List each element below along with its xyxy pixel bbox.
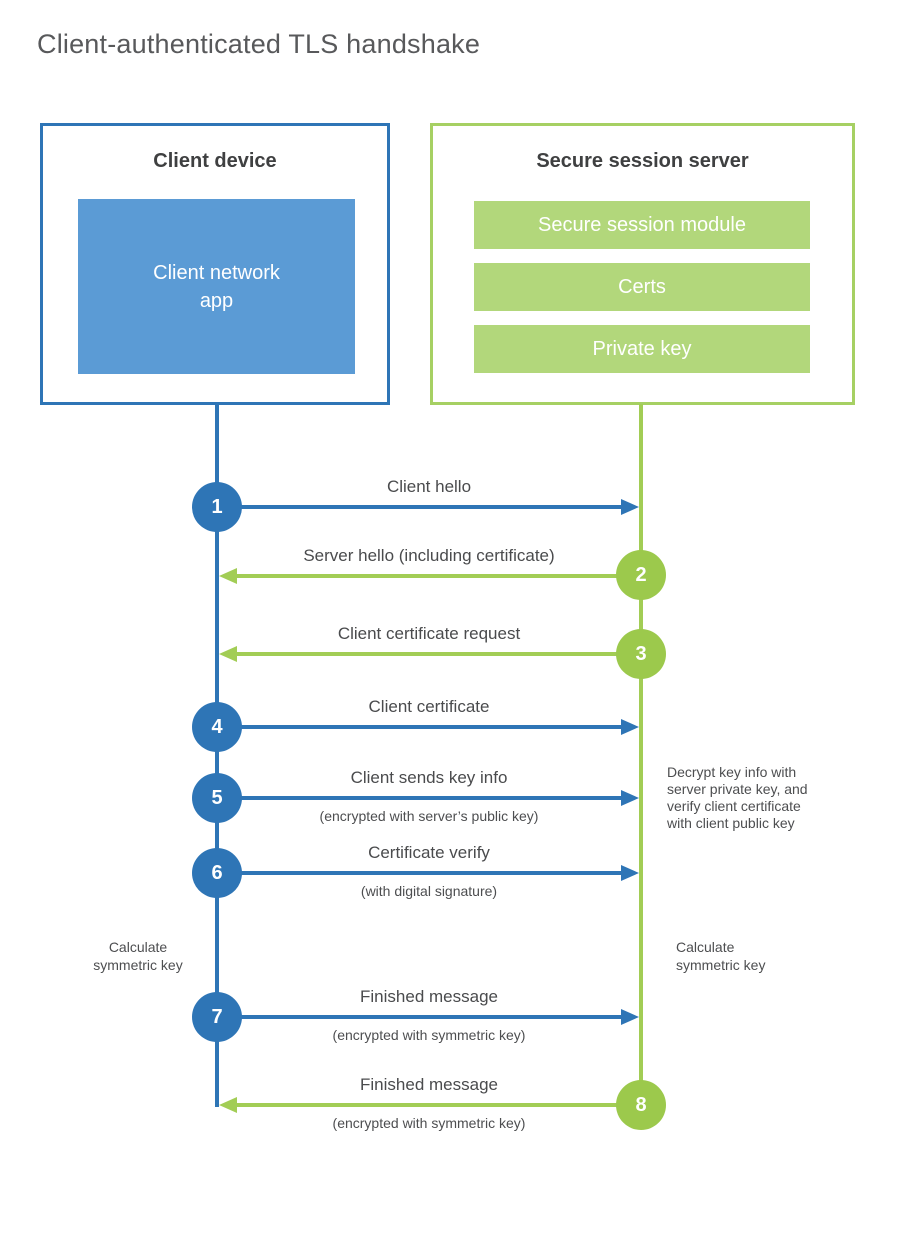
certs-box: Certs bbox=[474, 263, 810, 311]
arrowhead-left-icon bbox=[219, 1097, 237, 1113]
client-calculate-note: Calculate symmetric key bbox=[93, 939, 183, 973]
client-network-app-label: Client network app bbox=[153, 261, 280, 312]
message-label: Client certificate request bbox=[337, 624, 521, 643]
step-circle: 2 bbox=[616, 550, 666, 600]
step-circle: 4 bbox=[192, 702, 242, 752]
private-key-box: Private key bbox=[474, 325, 810, 373]
arrowhead-right-icon bbox=[621, 865, 639, 881]
arrowhead-right-icon bbox=[621, 719, 639, 735]
message-sublabel: (encrypted with symmetric key) bbox=[332, 1115, 526, 1131]
client-device-title: Client device bbox=[153, 150, 277, 172]
message-arrow bbox=[217, 871, 623, 875]
arrowhead-right-icon bbox=[621, 790, 639, 806]
client-lifeline bbox=[215, 404, 219, 1107]
arrowhead-right-icon bbox=[621, 1009, 639, 1025]
message-arrow bbox=[236, 574, 641, 578]
message-sublabel: (encrypted with symmetric key) bbox=[332, 1027, 526, 1043]
message-label: Certificate verify bbox=[368, 843, 490, 862]
step-circle: 6 bbox=[192, 848, 242, 898]
message-arrow bbox=[236, 652, 641, 656]
step-circle: 8 bbox=[616, 1080, 666, 1130]
arrowhead-right-icon bbox=[621, 499, 639, 515]
message-arrow bbox=[217, 796, 623, 800]
message-label: Finished message bbox=[360, 987, 498, 1006]
message-label: Client sends key info bbox=[350, 768, 508, 787]
arrowhead-left-icon bbox=[219, 568, 237, 584]
server-decrypt-note: Decrypt key info with server private key… bbox=[667, 764, 808, 831]
message-arrow bbox=[217, 505, 623, 509]
client-network-app-box: Client network app bbox=[78, 199, 355, 374]
page-title: Client-authenticated TLS handshake bbox=[37, 29, 481, 59]
server-calculate-note: Calculate symmetric key bbox=[676, 939, 766, 973]
secure-session-server-title: Secure session server bbox=[536, 150, 749, 172]
step-circle: 1 bbox=[192, 482, 242, 532]
message-arrow bbox=[217, 1015, 623, 1019]
arrowhead-left-icon bbox=[219, 646, 237, 662]
message-label: Finished message bbox=[360, 1075, 498, 1094]
message-arrow bbox=[217, 725, 623, 729]
server-lifeline bbox=[639, 404, 643, 1105]
message-label: Client certificate bbox=[368, 697, 490, 716]
message-sublabel: (encrypted with server’s public key) bbox=[319, 808, 539, 824]
message-sublabel: (with digital signature) bbox=[360, 883, 498, 899]
message-label: Client hello bbox=[386, 477, 472, 496]
message-arrow bbox=[236, 1103, 641, 1107]
secure-session-module-box: Secure session module bbox=[474, 201, 810, 249]
step-circle: 5 bbox=[192, 773, 242, 823]
step-circle: 7 bbox=[192, 992, 242, 1042]
message-label: Server hello (including certificate) bbox=[303, 546, 555, 565]
step-circle: 3 bbox=[616, 629, 666, 679]
